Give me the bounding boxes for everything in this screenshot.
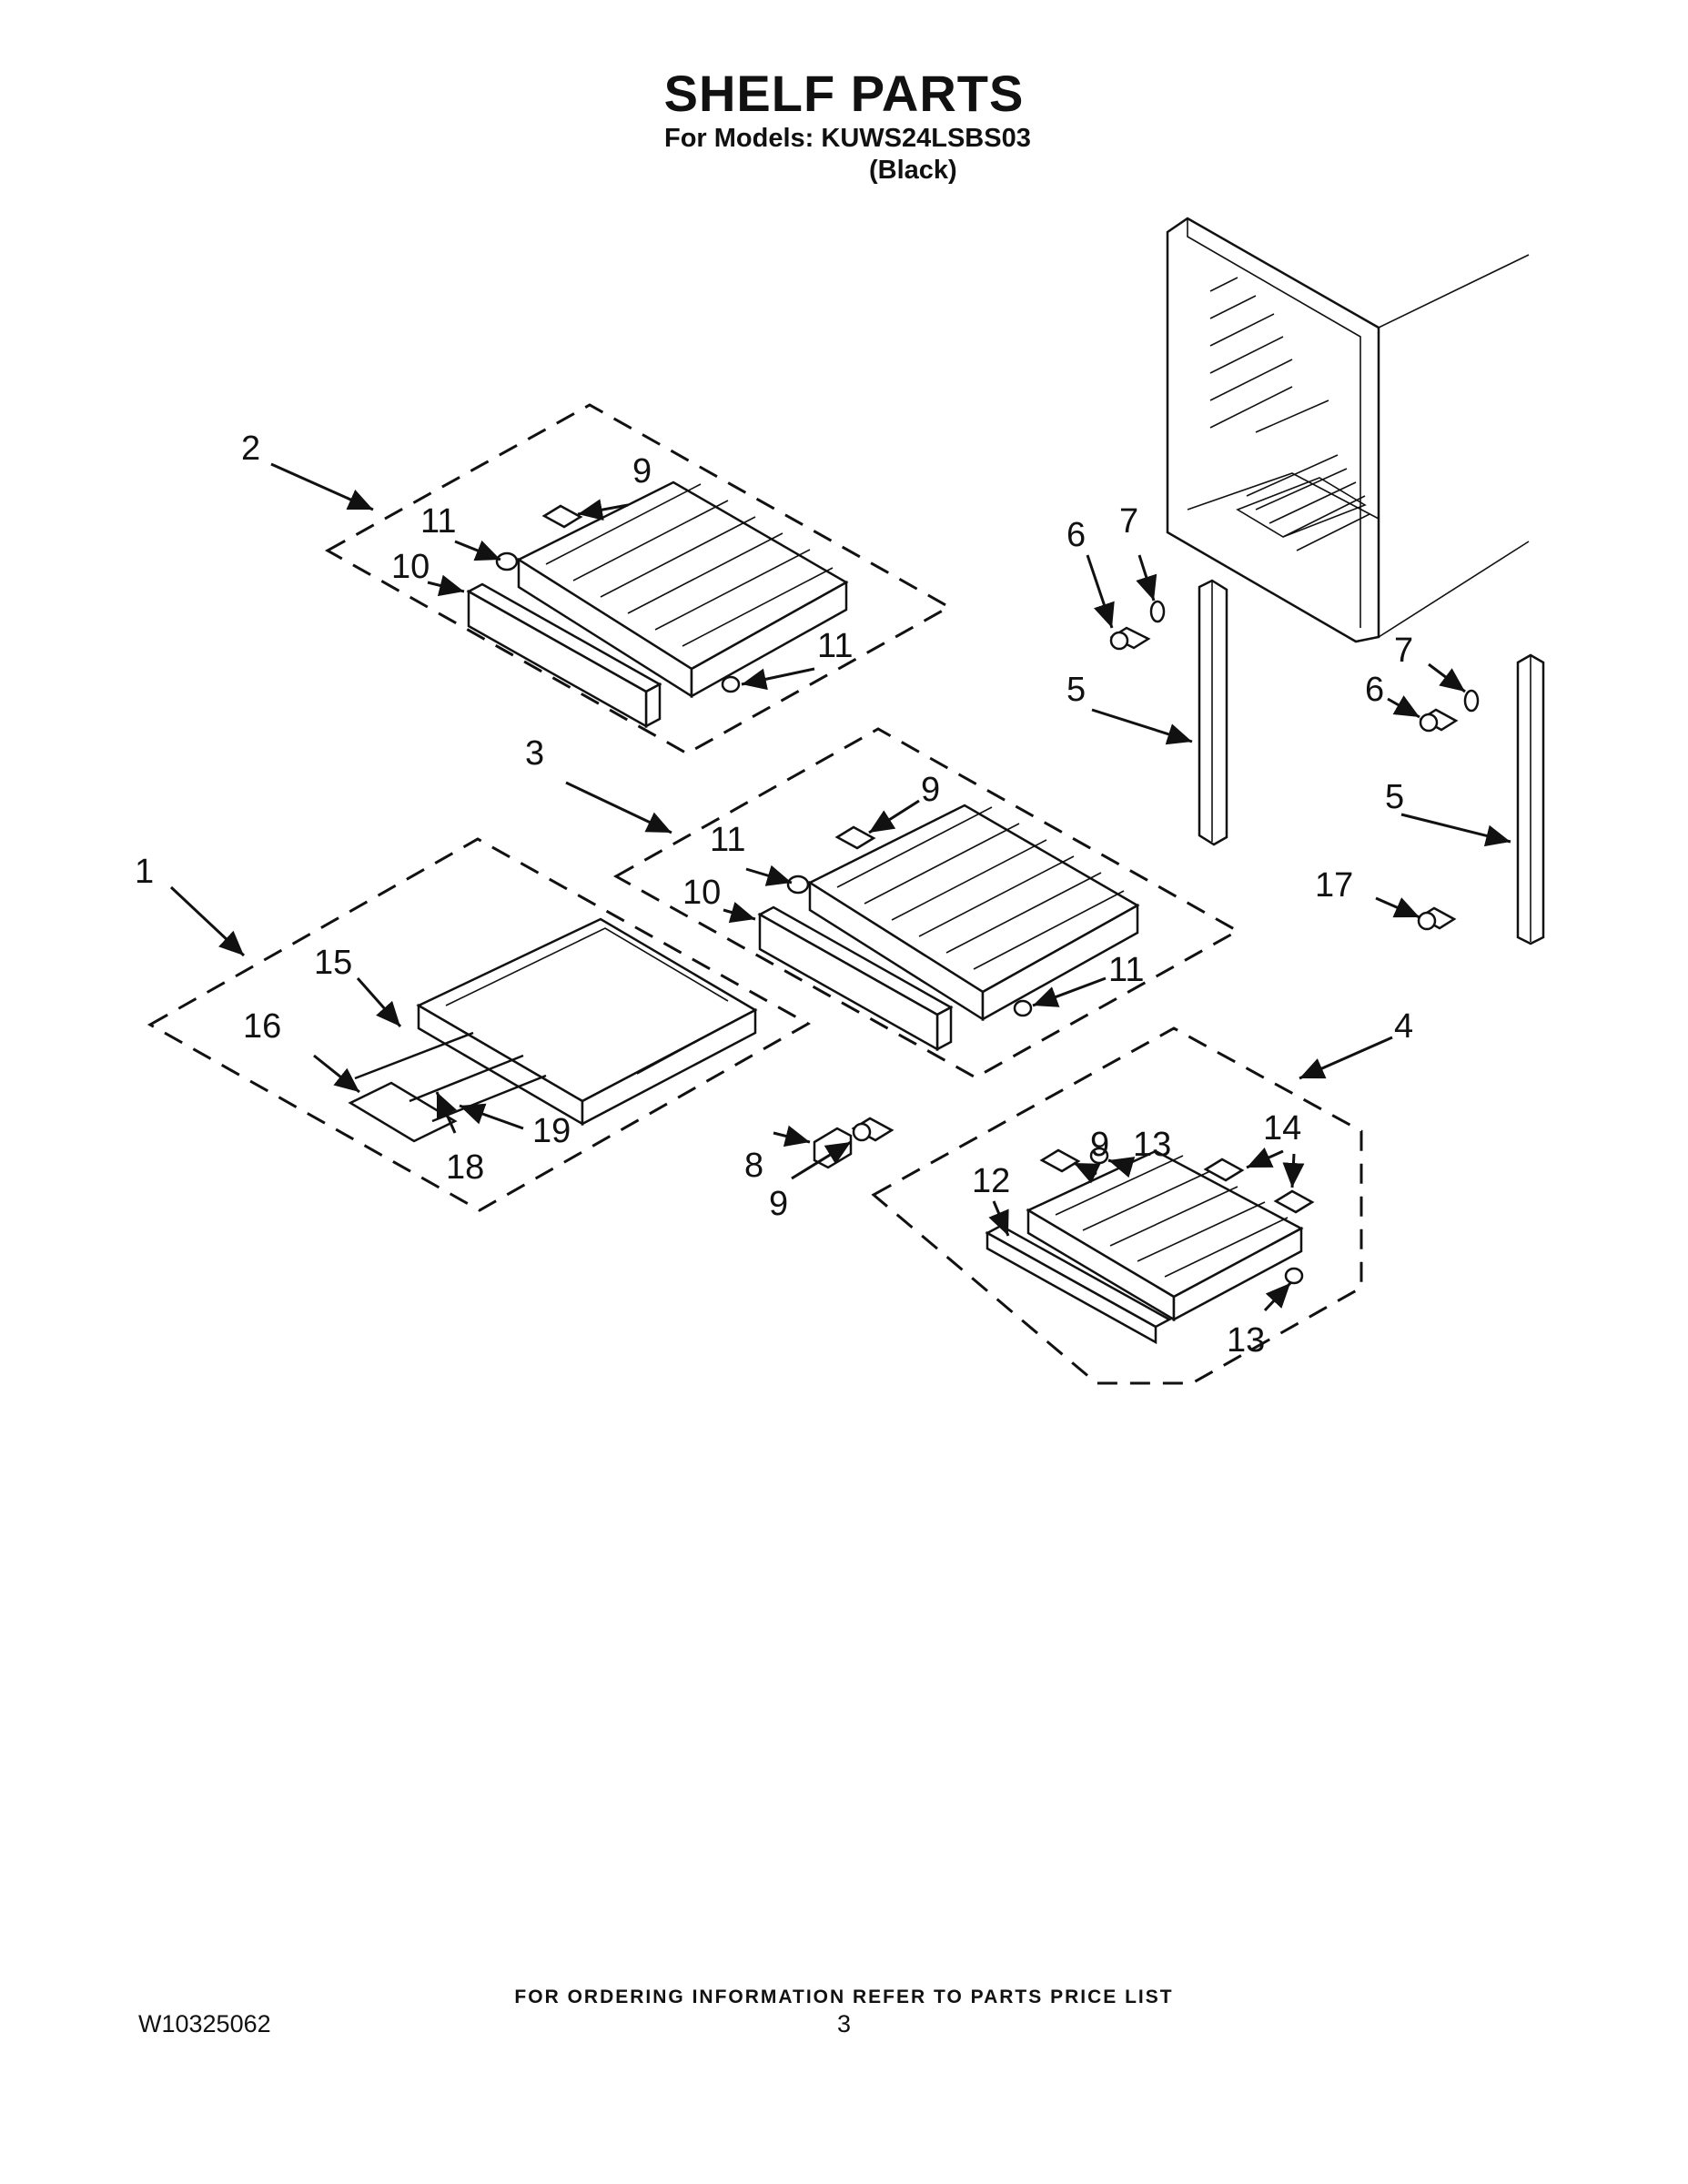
- shelf-rail-left: [1198, 579, 1228, 846]
- shelf-assembly-1: [147, 837, 812, 1212]
- callout-18: 18: [446, 1148, 484, 1187]
- page-title: SHELF PARTS: [663, 65, 1025, 122]
- callout-10b: 10: [682, 874, 721, 912]
- callout-labels: 1 2 3 4 5 5 6 6 7 7 8 9 9 9 9 10 10 11 1…: [135, 430, 1413, 1360]
- callout-9a: 9: [632, 452, 652, 490]
- callout-11a: 11: [420, 502, 456, 541]
- callout-9b: 9: [921, 771, 940, 809]
- callout-16: 16: [243, 1007, 281, 1046]
- callout-13b: 13: [1227, 1321, 1265, 1360]
- callout-4: 4: [1394, 1007, 1413, 1046]
- callout-11d: 11: [1108, 951, 1144, 989]
- callout-11b: 11: [817, 627, 853, 665]
- model-subtitle: For Models: KUWS24LSBS03: [664, 124, 1031, 153]
- page-number: 3: [836, 2010, 852, 2037]
- callout-5a: 5: [1066, 671, 1086, 709]
- cabinet-illustration: [1166, 217, 1530, 643]
- callout-5b: 5: [1385, 778, 1404, 816]
- callout-7a: 7: [1119, 502, 1138, 541]
- washer-7b: [1463, 689, 1480, 713]
- callout-12: 12: [972, 1162, 1010, 1200]
- callout-15: 15: [314, 944, 352, 982]
- callout-9d: 9: [769, 1185, 788, 1223]
- shelf-assembly-3: [612, 727, 1241, 1079]
- callout-3: 3: [525, 734, 544, 773]
- callout-13a: 13: [1133, 1126, 1171, 1164]
- color-note: (Black): [869, 156, 957, 185]
- washer-7a: [1149, 600, 1166, 623]
- callout-14: 14: [1263, 1109, 1301, 1148]
- screw-9d: [851, 1117, 895, 1142]
- document-number: W10325062: [138, 2010, 271, 2037]
- callout-6b: 6: [1365, 671, 1384, 709]
- callout-11c: 11: [710, 821, 745, 859]
- shelf-assembly-2: [324, 403, 953, 755]
- callout-17: 17: [1315, 866, 1353, 905]
- rail-screw-6b: [1419, 708, 1459, 733]
- callout-1: 1: [135, 853, 154, 891]
- shelf-rail-right: [1516, 653, 1545, 945]
- rail-screw-6a: [1109, 626, 1151, 651]
- rail-screw-17: [1417, 906, 1457, 931]
- callout-6a: 6: [1066, 516, 1086, 554]
- leader-lines: [169, 462, 1511, 1312]
- callout-8: 8: [744, 1147, 763, 1185]
- shelf-assembly-4: [871, 1026, 1363, 1385]
- callout-19: 19: [532, 1112, 571, 1150]
- callout-7b: 7: [1394, 632, 1413, 670]
- callout-9c: 9: [1090, 1126, 1109, 1164]
- callout-2: 2: [241, 430, 260, 468]
- ordering-note: FOR ORDERING INFORMATION REFER TO PARTS …: [514, 1987, 1174, 2007]
- callout-10a: 10: [391, 548, 430, 586]
